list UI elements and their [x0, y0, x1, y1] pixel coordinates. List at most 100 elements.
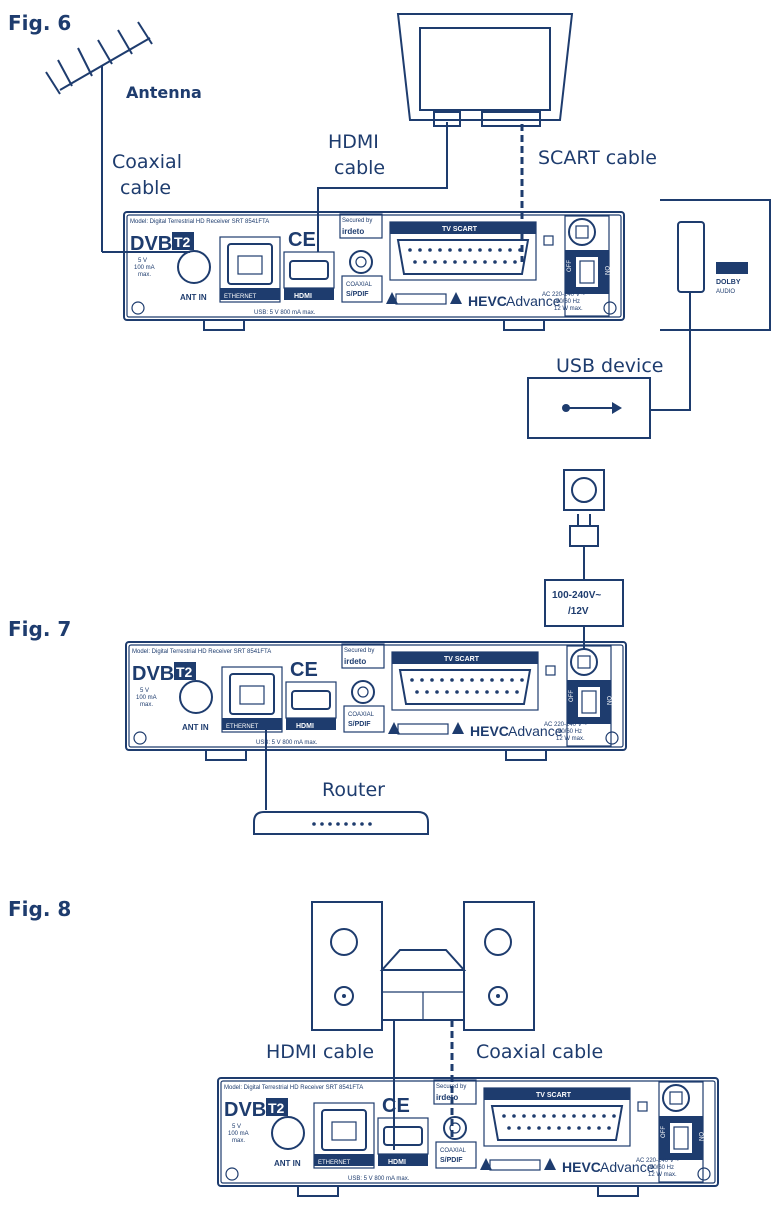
coaxial-label: COAXIAL — [440, 1148, 467, 1154]
figure-8 — [217, 901, 719, 1197]
hdmi-label: HDMI — [294, 293, 312, 300]
figure-7 — [125, 469, 627, 835]
receiver-model: Model: Digital Terrestrial HD Receiver S… — [130, 219, 269, 225]
dvb-logo: DVB — [130, 233, 172, 255]
off-label: OFF — [661, 1126, 667, 1138]
t2-logo: T2 — [268, 1100, 285, 1116]
ant-in-label: ANT IN — [182, 723, 209, 732]
hdmi-label: HDMI — [296, 723, 314, 730]
ant-in-label: ANT IN — [274, 1159, 301, 1168]
on-label: ON — [603, 266, 609, 275]
router-icon — [253, 811, 429, 835]
fig6-receiver-text: Model: Digital Terrestrial HD Receiver S… — [130, 218, 609, 316]
irdeto-logo: irdeto — [344, 657, 366, 666]
fig8-title: Fig. 8 — [8, 897, 71, 921]
fig7-receiver-text: Model: Digital Terrestrial HD Receiver S… — [132, 648, 611, 746]
ac-spec-2: 50/60 Hz — [650, 1165, 674, 1171]
dolby-label-line2: AUDIO — [716, 289, 735, 295]
on-label: ON — [605, 696, 611, 705]
antenna-label: Antenna — [126, 83, 202, 102]
ac-spec-1: AC 220-240 V ~ — [542, 292, 585, 298]
ant-spec-2: 100 mA — [134, 265, 155, 271]
coaxial-label: COAXIAL — [346, 282, 373, 288]
spdif-label: S/PDIF — [440, 1157, 463, 1164]
hevc-logo: HEVC — [470, 723, 509, 739]
usb-spec: USB: 5 V 800 mA max. — [254, 310, 316, 316]
ant-in-label: ANT IN — [180, 293, 207, 302]
coaxial-cable-label: Coaxial cable — [476, 1041, 603, 1063]
secured-by-label: Secured by — [436, 1084, 466, 1090]
spdif-label: S/PDIF — [346, 291, 369, 298]
dolby-label-line1: DOLBY — [716, 279, 741, 286]
hdmi-label: HDMI — [388, 1159, 406, 1166]
tv-scart-label: TV SCART — [442, 226, 478, 233]
ac-spec-3: 12 W max. — [556, 736, 585, 742]
ce-mark: CE — [382, 1095, 410, 1117]
usb-cable-line — [650, 292, 691, 411]
usb-spec: USB: 5 V 800 mA max. — [348, 1176, 410, 1182]
tv-scart-label: TV SCART — [536, 1092, 572, 1099]
ant-spec-2: 100 mA — [136, 695, 157, 701]
figure-6 — [45, 13, 771, 439]
hdmi-cable-label: HDMI cable — [266, 1041, 374, 1063]
scart-cable-label: SCART cable — [538, 147, 657, 169]
ant-spec-1: 5 V — [138, 258, 147, 264]
fig7-title: Fig. 7 — [8, 617, 71, 641]
irdeto-logo: irdeto — [436, 1093, 458, 1102]
usb-device-label: USB device — [556, 355, 663, 377]
hdmi-cable-line — [317, 122, 448, 252]
receiver-model: Model: Digital Terrestrial HD Receiver S… — [224, 1085, 363, 1091]
ant-spec-2: 100 mA — [228, 1131, 249, 1137]
power-plug-icon — [569, 514, 599, 580]
amplifier-icon — [379, 949, 467, 1021]
ethernet-label: ETHERNET — [318, 1160, 351, 1166]
irdeto-logo: irdeto — [342, 227, 364, 236]
spdif-label: S/PDIF — [348, 721, 371, 728]
hevc-logo: HEVC — [562, 1159, 601, 1175]
router-label: Router — [322, 779, 385, 801]
hdmi-cable-label-line1: HDMI — [328, 131, 379, 153]
coaxial-cable-label-line2: cable — [120, 177, 171, 199]
ethernet-label: ETHERNET — [224, 294, 257, 300]
fig8-receiver-text: Model: Digital Terrestrial HD Receiver S… — [224, 1084, 703, 1182]
dvb-logo: DVB — [224, 1099, 266, 1121]
ac-spec-1: AC 220-240 V ~ — [636, 1158, 679, 1164]
ce-mark: CE — [290, 659, 318, 681]
dvb-logo: DVB — [132, 663, 174, 685]
on-label: ON — [697, 1132, 703, 1141]
ac-spec-3: 12 W max. — [554, 306, 583, 312]
ac-spec-2: 50/60 Hz — [556, 299, 580, 305]
usb-spec: USB: 5 V 800 mA max. — [256, 740, 318, 746]
usb-device-icon — [527, 377, 651, 439]
secured-by-label: Secured by — [342, 218, 372, 224]
advance-logo: Advance — [508, 723, 563, 739]
ant-spec-3: max. — [232, 1138, 245, 1144]
ant-spec-1: 5 V — [140, 688, 149, 694]
ac-spec-2: 50/60 Hz — [558, 729, 582, 735]
hdmi-cable-label-line2: cable — [334, 157, 385, 179]
advance-logo: Advance — [506, 293, 561, 309]
coaxial-label: COAXIAL — [348, 712, 375, 718]
receiver-model: Model: Digital Terrestrial HD Receiver S… — [132, 649, 271, 655]
ac-spec-3: 12 W max. — [648, 1172, 677, 1178]
advance-logo: Advance — [600, 1159, 655, 1175]
t2-logo: T2 — [176, 664, 193, 680]
ant-spec-3: max. — [140, 702, 153, 708]
power-socket-icon — [563, 469, 605, 511]
ethernet-label: ETHERNET — [226, 724, 259, 730]
t2-logo: T2 — [174, 234, 191, 250]
ce-mark: CE — [288, 229, 316, 251]
coaxial-cable-label-line1: Coaxial — [112, 151, 182, 173]
ant-spec-3: max. — [138, 272, 151, 278]
power-adapter-label-line1: 100-240V~ — [552, 590, 601, 601]
tv-icon — [396, 13, 574, 127]
tv-scart-label: TV SCART — [444, 656, 480, 663]
hevc-logo: HEVC — [468, 293, 507, 309]
fig6-title: Fig. 6 — [8, 11, 71, 35]
antenna-icon — [45, 21, 153, 252]
left-speaker-icon — [311, 901, 383, 1031]
ant-spec-1: 5 V — [232, 1124, 241, 1130]
off-label: OFF — [569, 690, 575, 702]
